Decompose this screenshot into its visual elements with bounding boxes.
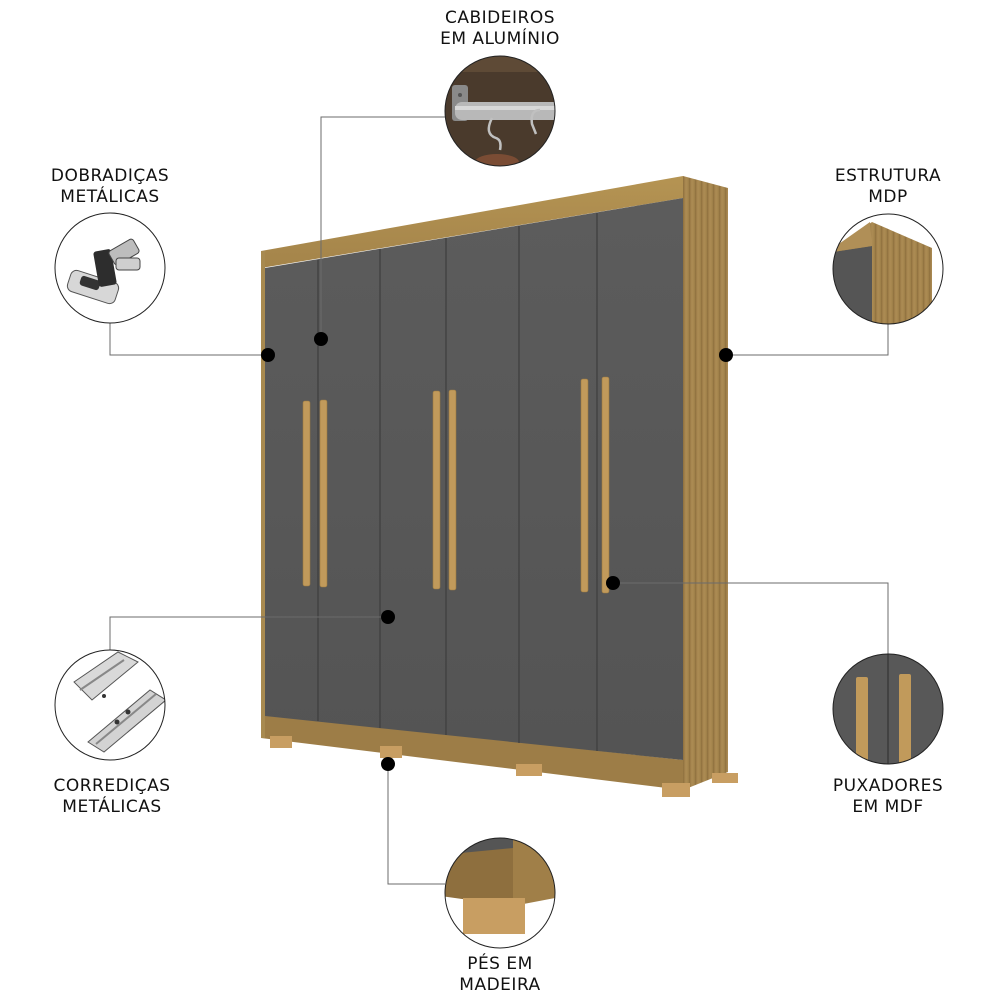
label-handles-line1: PUXADORES (832, 776, 944, 796)
leader-lines (109, 116, 889, 885)
top-rail (261, 176, 683, 268)
label-hinges-line2: METÁLICAS (60, 187, 160, 207)
feet-detail-circle (444, 837, 556, 949)
hinges-detail-circle (54, 212, 166, 324)
structure-detail-circle (832, 213, 944, 325)
label-hangers-line1: CABIDEIROS (444, 8, 555, 28)
wardrobe (261, 176, 738, 797)
label-hangers: CABIDEIROS EM ALUMÍNIO (440, 8, 560, 50)
label-hinges: DOBRADIÇAS METÁLICAS (51, 166, 169, 208)
dot-hangers (314, 332, 328, 346)
base-rail (261, 714, 683, 790)
side-panel (683, 176, 728, 790)
label-feet: PÉS EM MADEIRA (459, 954, 540, 996)
dot-feet (381, 757, 395, 771)
label-slides-line1: CORREDIÇAS (53, 776, 171, 796)
label-hinges-line1: DOBRADIÇAS (50, 166, 170, 186)
label-structure: ESTRUTURA MDP (835, 166, 941, 208)
label-structure-line1: ESTRUTURA (834, 166, 942, 186)
label-hangers-line2: EM ALUMÍNIO (440, 29, 560, 49)
label-feet-line2: MADEIRA (459, 975, 541, 995)
label-structure-line2: MDP (868, 187, 908, 207)
doors-face (265, 198, 683, 760)
label-handles: PUXADORES EM MDF (833, 776, 943, 818)
label-feet-line1: PÉS EM (467, 954, 533, 974)
dot-handles (606, 576, 620, 590)
dot-slides (381, 610, 395, 624)
callout-dots (261, 332, 733, 771)
door-handles (302, 376, 610, 594)
label-slides-line2: METÁLICAS (62, 797, 162, 817)
label-handles-line2: EM MDF (852, 797, 924, 817)
label-slides: CORREDIÇAS METÁLICAS (53, 776, 170, 818)
slides-detail-circle (54, 649, 166, 761)
wardrobe-feet (270, 736, 738, 797)
dot-hinges (261, 348, 275, 362)
handles-detail-circle (832, 653, 944, 765)
dot-structure (719, 348, 733, 362)
hangers-detail-circle (444, 55, 556, 167)
